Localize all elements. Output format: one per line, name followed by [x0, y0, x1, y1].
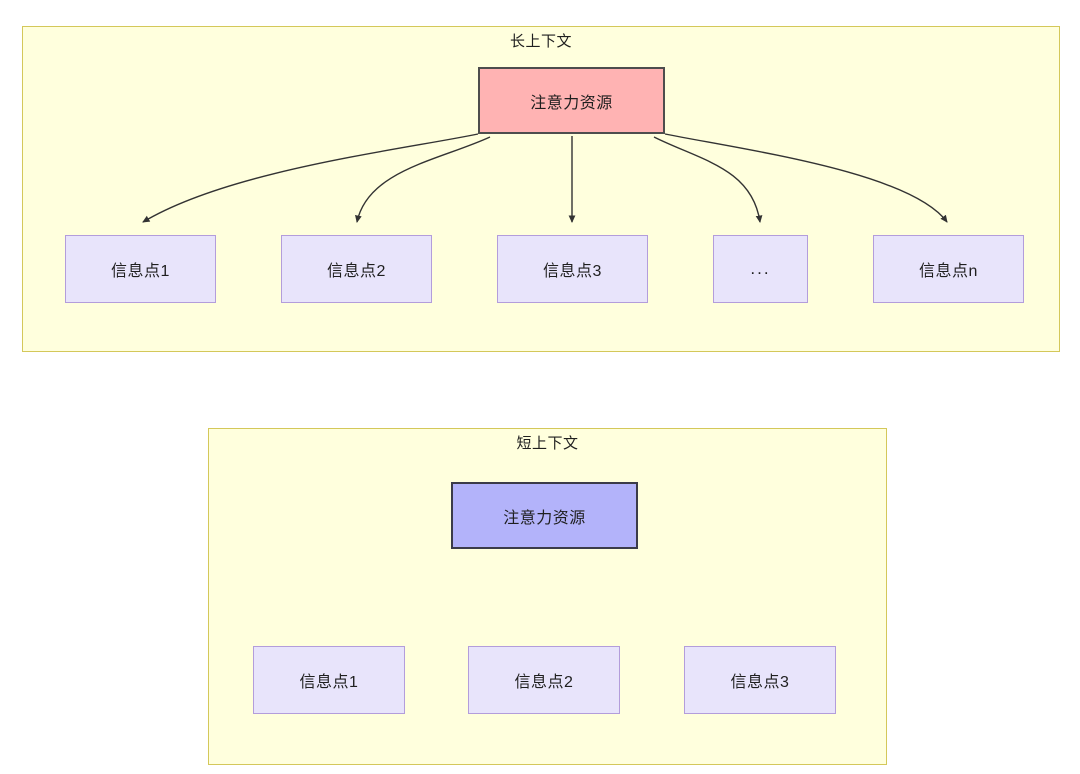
node-info-point-2[interactable]: 信息点2 [281, 235, 432, 303]
group-long-context-title: 长上下文 [509, 33, 572, 50]
node-short-info-point-3[interactable]: 信息点3 [684, 646, 836, 714]
node-info-point-3[interactable]: 信息点3 [497, 235, 648, 303]
node-info-point-n[interactable]: 信息点n [873, 235, 1024, 303]
node-attention-resource-long[interactable]: 注意力资源 [478, 67, 665, 134]
node-attention-resource-short[interactable]: 注意力资源 [451, 482, 638, 549]
node-short-info-point-2[interactable]: 信息点2 [468, 646, 620, 714]
node-info-point-1[interactable]: 信息点1 [65, 235, 216, 303]
group-short-context[interactable] [208, 428, 887, 765]
group-short-context-title: 短上下文 [516, 435, 579, 452]
node-info-point-ellipsis[interactable]: ... [713, 235, 808, 303]
node-short-info-point-1[interactable]: 信息点1 [253, 646, 405, 714]
